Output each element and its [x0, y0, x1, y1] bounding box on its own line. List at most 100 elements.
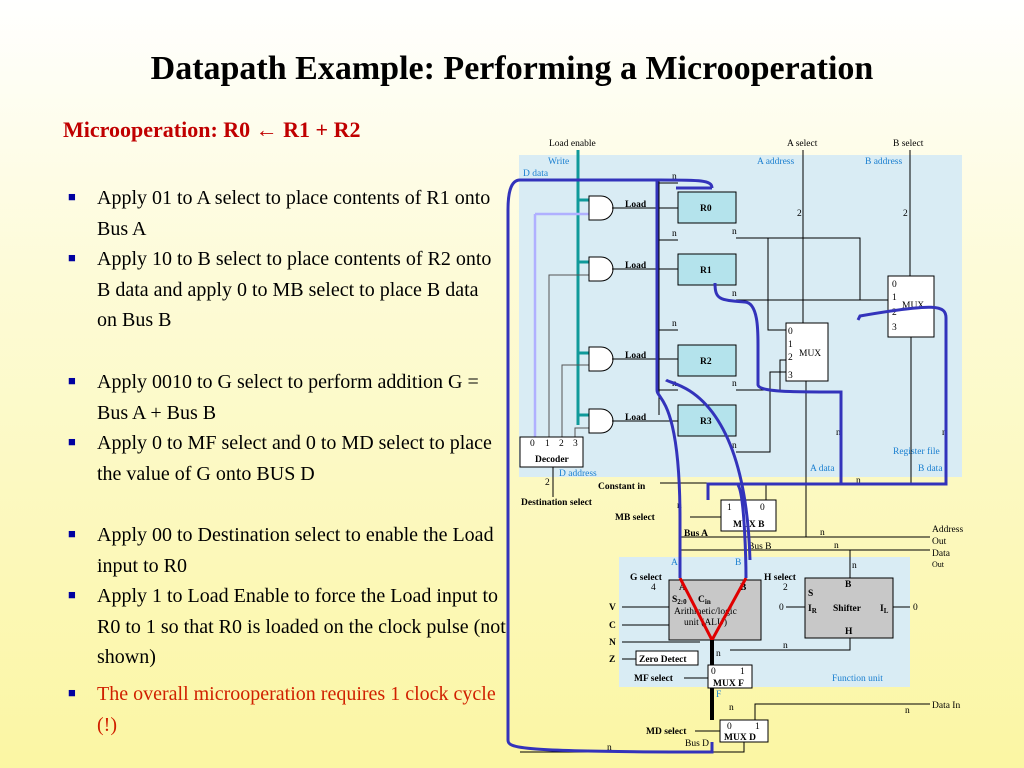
mf-select-label: MF select	[634, 674, 674, 684]
svg-text:0: 0	[892, 280, 897, 290]
svg-text:3: 3	[788, 371, 793, 381]
svg-text:n: n	[716, 649, 721, 659]
svg-text:2: 2	[783, 583, 788, 593]
data-in-label: Data In	[932, 701, 960, 711]
svg-text:B: B	[740, 583, 747, 593]
bullet-square-icon: ■	[68, 587, 76, 602]
and-gate-icon	[588, 195, 614, 221]
bus-d-label: Bus D	[685, 739, 709, 749]
svg-text:0: 0	[727, 722, 732, 732]
alu-label: Arithmetic/logic	[674, 607, 737, 617]
register-r2-label: R2	[700, 357, 712, 367]
data-out-label: Data	[932, 549, 951, 559]
decoder	[519, 436, 584, 468]
bullet-square-icon: ■	[68, 685, 76, 700]
svg-text:0: 0	[711, 667, 716, 677]
svg-text:n: n	[836, 428, 841, 438]
constant-in-label: Constant in	[598, 482, 646, 492]
bullet-square-icon: ■	[68, 189, 76, 204]
register-r1	[677, 253, 737, 286]
svg-text:0: 0	[779, 603, 784, 613]
bullet-square-icon: ■	[68, 373, 76, 388]
load-label: Load	[625, 200, 647, 210]
shifter-label: Shifter	[833, 604, 862, 614]
and-gate-icon	[588, 256, 614, 282]
svg-text:4: 4	[651, 583, 656, 593]
svg-text:Z: Z	[609, 655, 615, 665]
d-address-label: D address	[559, 469, 597, 479]
mux-a	[785, 322, 829, 382]
md-select-label: MD select	[646, 727, 687, 737]
bullet-square-icon: ■	[68, 526, 76, 541]
bullet-text: Apply 0 to MF select and 0 to MD select …	[97, 432, 492, 485]
bus-b-label: Bus B	[748, 542, 772, 552]
a-address-label: A address	[757, 157, 795, 167]
svg-text:B: B	[845, 580, 852, 590]
svg-text:n: n	[672, 229, 677, 239]
bullet-text: Apply 00 to Destination select to enable…	[97, 524, 494, 577]
svg-text:n: n	[672, 172, 677, 182]
svg-text:H: H	[845, 627, 853, 637]
svg-text:2: 2	[545, 478, 550, 488]
a-data-label: A data	[810, 464, 835, 474]
svg-text:1: 1	[892, 293, 897, 303]
microoperation-subtitle: Microoperation: R0 ← R1 + R2	[63, 117, 361, 142]
bullet-text: Apply 1 to Load Enable to force the Load…	[97, 585, 506, 668]
svg-text:unit (ALU): unit (ALU)	[684, 617, 727, 628]
svg-text:n: n	[732, 441, 737, 451]
svg-text:n: n	[729, 703, 734, 713]
svg-text:n: n	[834, 541, 839, 551]
svg-text:n: n	[732, 289, 737, 299]
and-gate-icon	[588, 346, 614, 372]
svg-text:2: 2	[788, 353, 793, 363]
svg-text:1: 1	[740, 667, 745, 677]
svg-text:n: n	[732, 227, 737, 237]
b-address-label: B address	[865, 157, 903, 167]
zero-detect	[635, 650, 699, 666]
svg-text:n: n	[607, 743, 612, 753]
alu-block	[668, 579, 762, 641]
svg-text:S: S	[808, 589, 813, 599]
svg-text:IL: IL	[880, 604, 889, 615]
svg-text:Out: Out	[932, 560, 945, 569]
svg-text:A: A	[679, 583, 686, 593]
a-select-width: 2	[797, 209, 802, 219]
svg-text:Cin: Cin	[698, 595, 711, 606]
svg-text:F: F	[716, 690, 721, 700]
svg-text:1: 1	[545, 439, 550, 449]
svg-text:n: n	[672, 319, 677, 329]
decoder-label: Decoder	[535, 455, 570, 465]
destination-select-label: Destination select	[521, 498, 593, 508]
g-select-label: G select	[630, 573, 663, 583]
svg-text:B: B	[735, 558, 741, 568]
svg-text:n: n	[856, 476, 861, 486]
svg-text:IR: IR	[808, 604, 818, 615]
svg-text:n: n	[783, 641, 788, 651]
svg-text:1: 1	[755, 722, 760, 732]
svg-text:0: 0	[913, 603, 918, 613]
svg-text:1: 1	[727, 503, 732, 513]
svg-text:1: 1	[788, 340, 793, 350]
load-enable-label: Load enable	[549, 139, 596, 149]
a-select-label: A select	[787, 139, 818, 149]
mb-select-label: MB select	[615, 513, 656, 523]
register-r3-label: R3	[700, 417, 712, 427]
slide-title: Datapath Example: Performing a Microoper…	[150, 50, 874, 87]
svg-text:Out: Out	[932, 537, 947, 547]
register-r0	[677, 191, 737, 224]
svg-text:0: 0	[788, 327, 793, 337]
register-file-label: Register file	[893, 446, 940, 457]
shifter-block	[804, 577, 894, 639]
svg-text:0: 0	[530, 439, 535, 449]
svg-text:3: 3	[573, 439, 578, 449]
svg-text:N: N	[609, 638, 616, 648]
load-label: Load	[625, 351, 647, 361]
svg-text:S2:0: S2:0	[672, 595, 687, 606]
bullet-text: Apply 0010 to G select to perform additi…	[97, 371, 479, 424]
mux-d-label: MUX D	[724, 733, 756, 743]
svg-text:n: n	[905, 706, 910, 716]
bullet-text: Apply 10 to B select to place contents o…	[97, 248, 492, 331]
write-label: Write	[548, 157, 569, 167]
address-out-label: Address	[932, 525, 963, 535]
